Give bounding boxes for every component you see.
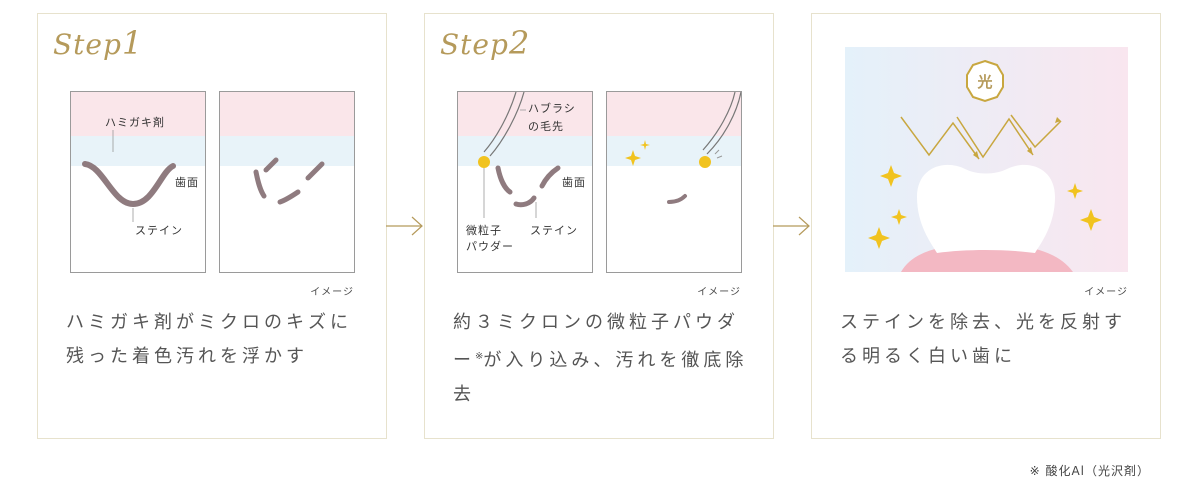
toothpaste-label: ハミガキ剤 — [105, 116, 165, 129]
tooth-surface-label: 歯面 — [175, 176, 199, 189]
step1-diagram-before: ハミガキ剤 歯面 ステイン — [70, 91, 206, 273]
step1-number: 1 — [121, 24, 144, 62]
shining-tooth-illustration: 光 — [845, 47, 1128, 272]
particle-label-line1: 微粒子 — [466, 224, 502, 237]
step2-number: 2 — [508, 24, 531, 62]
step2-diagram-after — [606, 91, 742, 273]
brush-label-line2: の毛先 — [528, 120, 564, 133]
image-note: イメージ — [310, 287, 354, 298]
step2-diagram-before: ハブラシ の毛先 歯面 微粒子 パウダー ステイン — [457, 91, 593, 273]
sparkle-icon — [868, 165, 1102, 249]
particle-label-line2: パウダー — [466, 240, 514, 253]
step2-card: Step2 ハブラシ の毛先 歯面 微粒子 パウダー ステイン — [424, 13, 774, 439]
arrow-right-icon — [773, 216, 811, 240]
image-note: イメージ — [1084, 287, 1128, 298]
step2-title: Step2 — [440, 24, 530, 62]
sparkle-icon — [625, 140, 650, 166]
step1-description: ハミガキ剤がミクロのキズに残った着色汚れを浮かす — [66, 312, 352, 367]
light-badge-icon — [966, 59, 1004, 103]
step1-diagram-after — [219, 91, 355, 273]
step1-card: Step1 ハミガキ剤 歯面 ステイン イメージ ハミガキ剤がミクロのキズに残っ… — [37, 13, 387, 439]
brush-label-line1: ハブラシ — [528, 102, 576, 115]
step2-description-part2: が入り込み、汚れを徹底除去 — [453, 350, 748, 405]
result-description: ステインを除去、光を反射する明るく白い歯に — [840, 312, 1126, 367]
step2-description-part1: 約３ミクロンの微粒子パウダー — [453, 312, 739, 371]
step2-description: 約３ミクロンの微粒子パウダー※が入り込み、汚れを徹底除去 — [453, 306, 753, 412]
step2-word: Step — [440, 28, 509, 61]
step1-word: Step — [53, 28, 122, 61]
stain-label: ステイン — [530, 224, 578, 237]
arrow-right-icon — [386, 216, 424, 240]
footnote-mark: ※ — [475, 351, 484, 362]
stain-label: ステイン — [135, 224, 183, 237]
tooth-surface-label: 歯面 — [562, 176, 586, 189]
image-note: イメージ — [697, 287, 741, 298]
footnote: ※ 酸化Al（光沢剤） — [1029, 464, 1150, 478]
light-badge-text: 光 — [977, 73, 993, 91]
step1-title: Step1 — [53, 24, 143, 62]
result-card: 光 イメージ ステインを除去、光を反射する明るく白い歯に — [811, 13, 1161, 439]
